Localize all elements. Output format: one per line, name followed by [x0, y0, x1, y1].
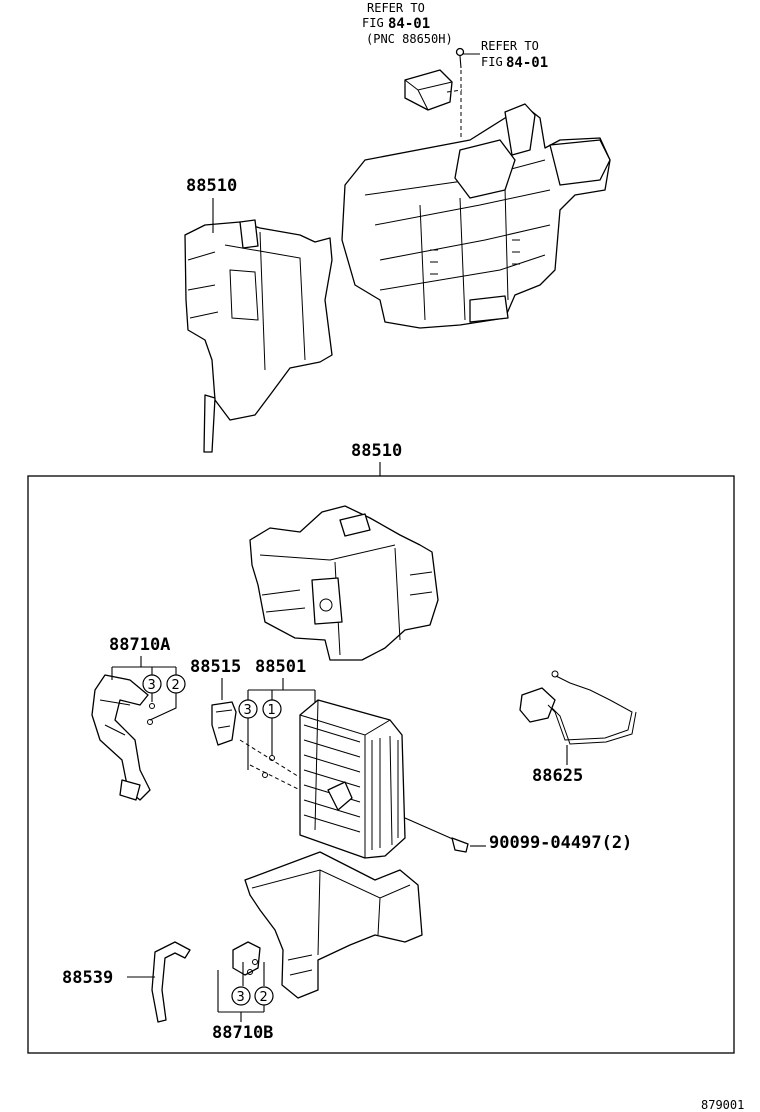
- ref-right-fig: FIG: [481, 55, 503, 69]
- reference-note-top: REFER TO FIG 84-01 (PNC 88650H): [362, 1, 453, 46]
- label-88539: 88539: [62, 968, 113, 988]
- ref-top-pnc: (PNC 88650H): [366, 32, 453, 46]
- label-88710a: 88710A: [109, 635, 170, 655]
- expansion-valve-drawing: [211, 701, 237, 746]
- label-88510-box: 88510: [351, 441, 402, 461]
- hose-88539-drawing: [151, 941, 191, 1023]
- callout-88501-1: 1: [262, 699, 282, 719]
- label-88515: 88515: [190, 657, 241, 677]
- label-88510-top: 88510: [186, 176, 237, 196]
- callout-88710b-2: 2: [254, 986, 274, 1006]
- upper-case-drawing: [249, 505, 439, 661]
- svg-text:3: 3: [244, 703, 252, 718]
- reference-note-right: REFER TO FIG 84-01: [481, 39, 548, 71]
- callout-88710b-3: 3: [231, 986, 251, 1006]
- callout-88710a-3: 3: [142, 674, 162, 694]
- label-88501: 88501: [255, 657, 306, 677]
- svg-text:1: 1: [268, 703, 276, 718]
- label-90099: 90099-04497(2): [489, 833, 632, 853]
- top-assembly-drawing: [184, 47, 611, 453]
- assembly-box: [27, 475, 735, 1054]
- callout-88501-3: 3: [238, 699, 258, 719]
- ref-right-fignum: 84-01: [506, 55, 548, 71]
- wire-88625-drawing: [519, 670, 637, 745]
- ref-top-line1: REFER TO: [367, 1, 425, 15]
- lower-case-drawing: [244, 851, 423, 999]
- figure-code: 879001: [701, 1098, 744, 1112]
- tube-88710a-drawing: [91, 674, 151, 801]
- evaporator-drawing: [299, 699, 406, 859]
- svg-text:2: 2: [260, 990, 268, 1005]
- ref-top-fig: FIG: [362, 16, 384, 30]
- svg-text:3: 3: [237, 990, 245, 1005]
- svg-text:3: 3: [148, 678, 156, 693]
- label-88625: 88625: [532, 766, 583, 786]
- callout-88710a-2: 2: [166, 674, 186, 694]
- svg-text:2: 2: [172, 678, 180, 693]
- ref-top-fignum: 84-01: [388, 16, 430, 32]
- label-88710b: 88710B: [212, 1023, 273, 1043]
- tube-88710b-drawing: [232, 941, 261, 976]
- ref-right-line1: REFER TO: [481, 39, 539, 53]
